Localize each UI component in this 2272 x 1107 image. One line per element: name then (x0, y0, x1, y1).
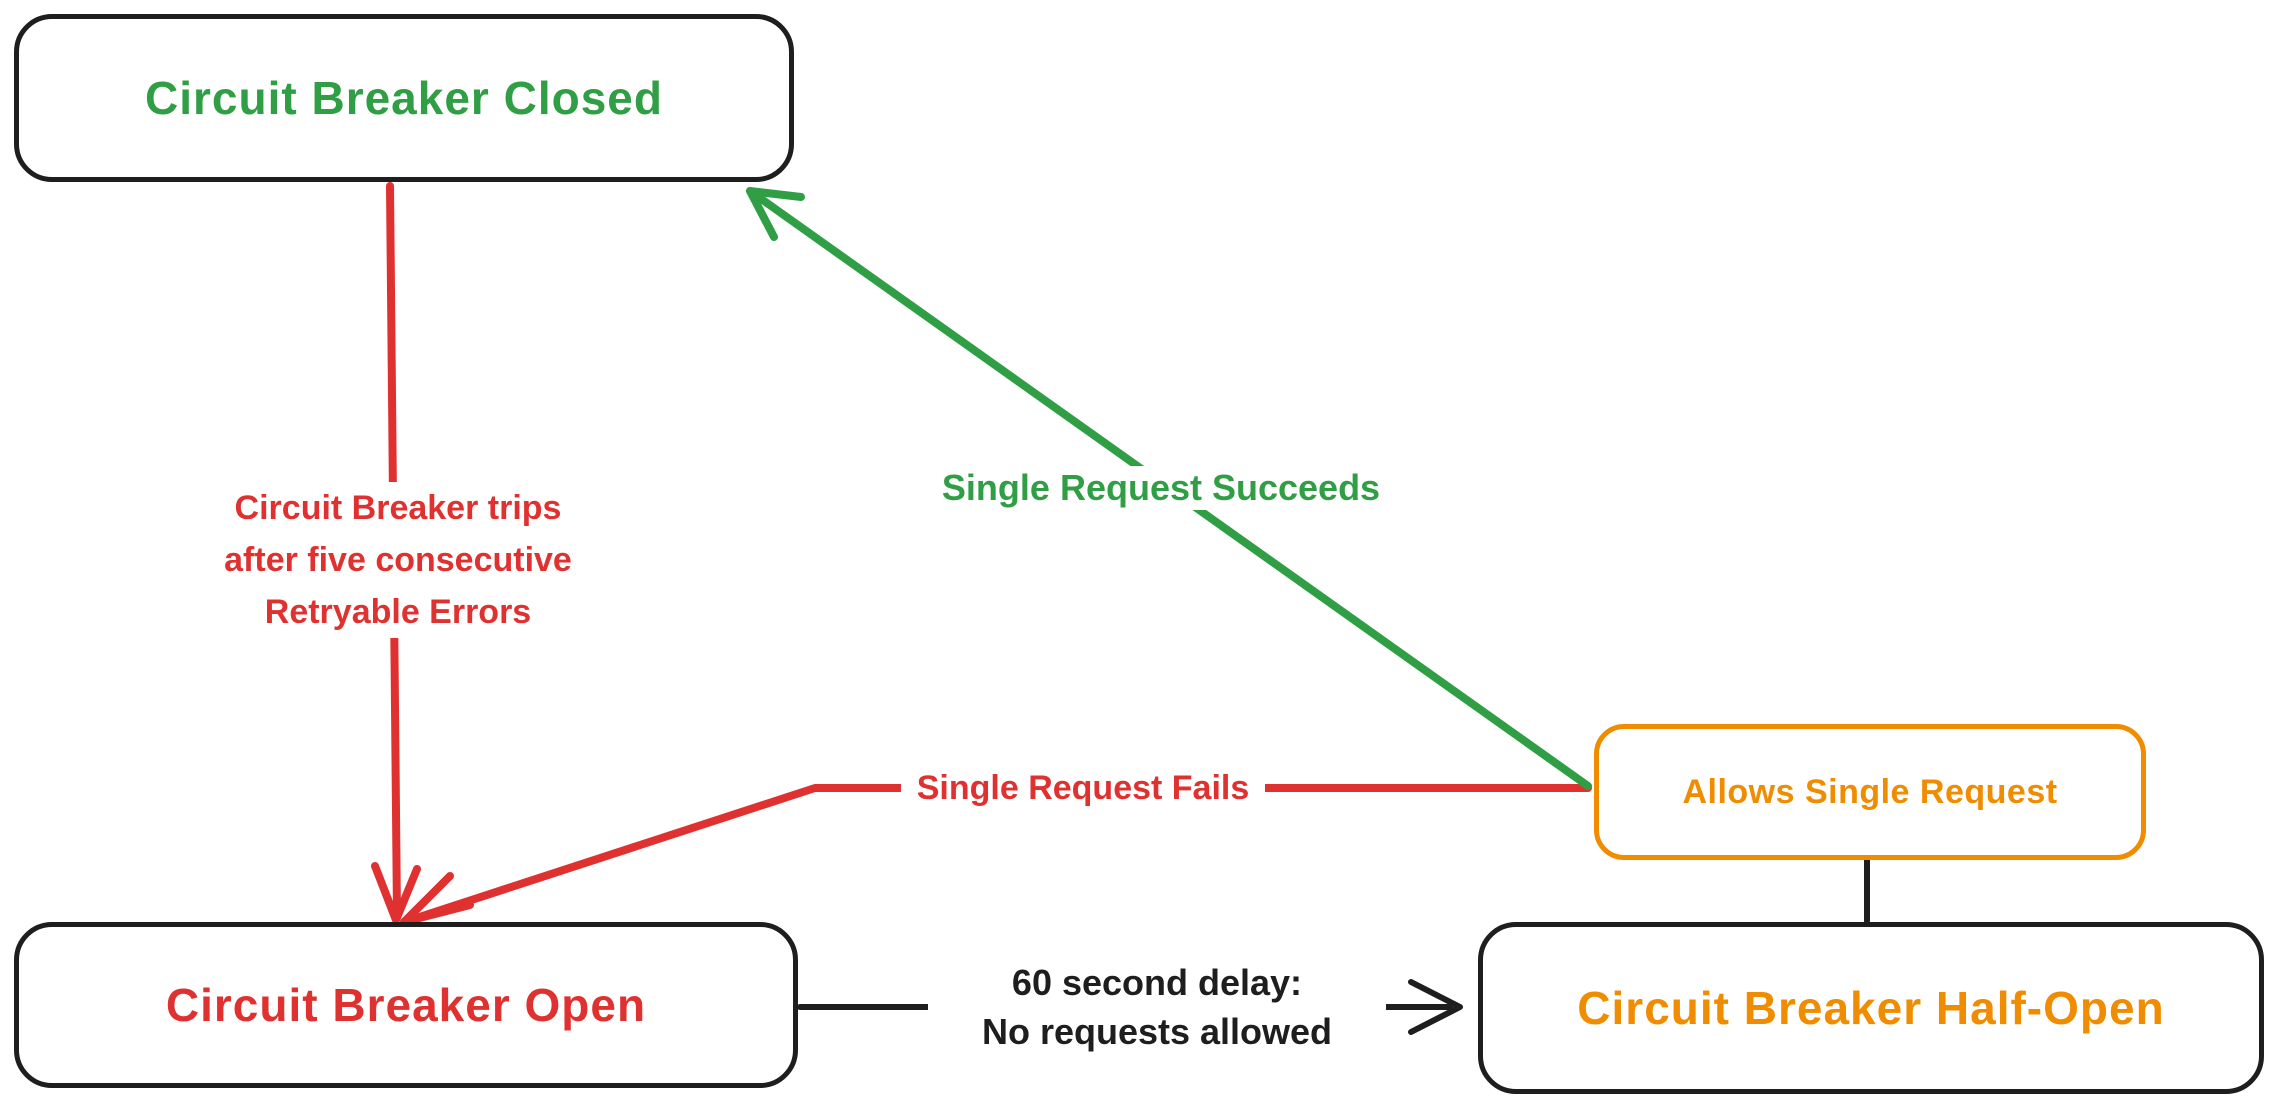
fail-label-text: Single Request Fails (916, 769, 1250, 807)
fail-arrowhead (400, 872, 474, 926)
delay-label-line-1: 60 second delay: (1011, 962, 1303, 1003)
state-open-label: Circuit Breaker Open (165, 979, 647, 1031)
trip-label-line-3: Retryable Errors (264, 593, 532, 631)
success-arrowhead (746, 187, 805, 241)
trip-label-line-2: after five consecutive (224, 541, 572, 579)
trip-label-line-1: Circuit Breaker trips (234, 489, 562, 527)
fail-arrow-line (400, 784, 1592, 926)
state-half-open: Circuit Breaker Half-Open (1478, 922, 2264, 1094)
state-half-open-label: Circuit Breaker Half-Open (1577, 982, 2165, 1034)
state-closed-label: Circuit Breaker Closed (145, 72, 663, 124)
state-allows-single-request: Allows Single Request (1594, 724, 2146, 860)
delay-transition-label: 60 second delay: No requests allowed (928, 958, 1386, 1056)
trip-transition-label: Circuit Breaker trips after five consecu… (166, 482, 630, 638)
delay-arrowhead (1408, 979, 1463, 1035)
success-label-text: Single Request Succeeds (941, 467, 1381, 508)
delay-label-line-2: No requests allowed (981, 1011, 1333, 1052)
fail-transition-label: Single Request Fails (901, 766, 1265, 810)
state-open: Circuit Breaker Open (14, 922, 798, 1088)
state-closed: Circuit Breaker Closed (14, 14, 794, 182)
state-allows-single-request-label: Allows Single Request (1682, 772, 2058, 811)
trip-arrowhead (371, 862, 421, 924)
success-transition-label: Single Request Succeeds (893, 466, 1429, 510)
